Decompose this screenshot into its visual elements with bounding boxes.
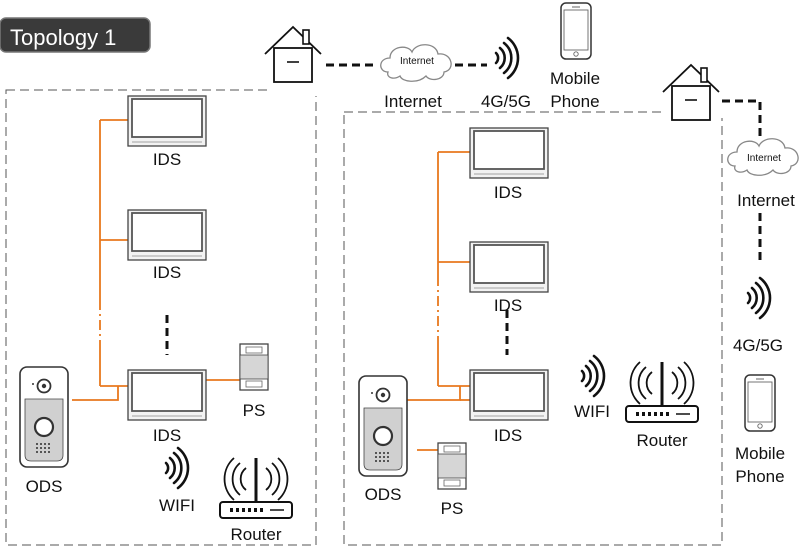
router-label-left: Router bbox=[230, 525, 281, 544]
wifi-waves-icon-right bbox=[580, 354, 606, 398]
ids-monitor-left-3 bbox=[127, 369, 207, 421]
house-internet-link-right bbox=[722, 99, 762, 140]
mobile-label-line2: Phone bbox=[550, 92, 599, 111]
mobile-label-right-line1: Mobile bbox=[735, 444, 785, 463]
internet-label: Internet bbox=[384, 92, 442, 111]
title-badge: Topology 1 bbox=[0, 17, 151, 53]
internet-cloud-icon-right: Internet bbox=[727, 138, 799, 176]
ods-doorbell-right bbox=[357, 374, 409, 478]
wire-ods-right bbox=[407, 386, 461, 401]
wifi-waves-icon-left bbox=[164, 446, 190, 490]
cellular-waves-icon bbox=[494, 36, 520, 80]
right-topology-frame bbox=[343, 111, 723, 546]
house-icon-right bbox=[662, 64, 720, 121]
mobile-phone-icon bbox=[560, 2, 592, 60]
ods-label-right: ODS bbox=[365, 485, 402, 504]
power-supply-left bbox=[239, 343, 269, 391]
ids-monitor-left-1 bbox=[127, 95, 207, 147]
ids-monitor-right-2 bbox=[469, 241, 549, 293]
network-label: 4G/5G bbox=[481, 92, 531, 111]
ids-label-left-3: IDS bbox=[153, 426, 181, 445]
title-background bbox=[0, 17, 151, 53]
ids-monitor-left-2 bbox=[127, 209, 207, 261]
ids-label-left-1: IDS bbox=[153, 150, 181, 169]
internet-label-right: Internet bbox=[737, 191, 795, 210]
ps-label-right: PS bbox=[441, 499, 464, 518]
router-icon-left bbox=[218, 456, 294, 520]
cellular-waves-icon-right bbox=[746, 276, 772, 320]
title-text: Topology 1 bbox=[10, 25, 116, 50]
ods-doorbell-left bbox=[18, 365, 70, 469]
router-label-right: Router bbox=[636, 431, 687, 450]
ids-label-right-1: IDS bbox=[494, 183, 522, 202]
ids-monitor-right-3 bbox=[469, 369, 549, 421]
ods-label-left: ODS bbox=[26, 477, 63, 496]
cloud-label-right: Internet bbox=[747, 153, 781, 164]
power-supply-right bbox=[437, 442, 467, 490]
network-label-right: 4G/5G bbox=[733, 336, 783, 355]
ids-label-left-2: IDS bbox=[153, 263, 181, 282]
house-icon bbox=[264, 26, 322, 83]
ids-label-right-2: IDS bbox=[494, 296, 522, 315]
left-topology-frame bbox=[5, 89, 317, 546]
internet-cloud-icon: Internet bbox=[380, 44, 452, 82]
mobile-label-line1: Mobile bbox=[550, 69, 600, 88]
ps-label-left: PS bbox=[243, 401, 266, 420]
wifi-label-left: WIFI bbox=[159, 496, 195, 515]
cloud-label: Internet bbox=[400, 56, 434, 67]
router-icon-right bbox=[624, 360, 700, 424]
wifi-label-right: WIFI bbox=[574, 402, 610, 421]
ids-label-right-3: IDS bbox=[494, 426, 522, 445]
wire-ods-left bbox=[72, 386, 119, 401]
mobile-label-right-line2: Phone bbox=[735, 467, 784, 486]
mobile-phone-icon-right bbox=[744, 374, 776, 432]
ids-monitor-right-1 bbox=[469, 127, 549, 179]
